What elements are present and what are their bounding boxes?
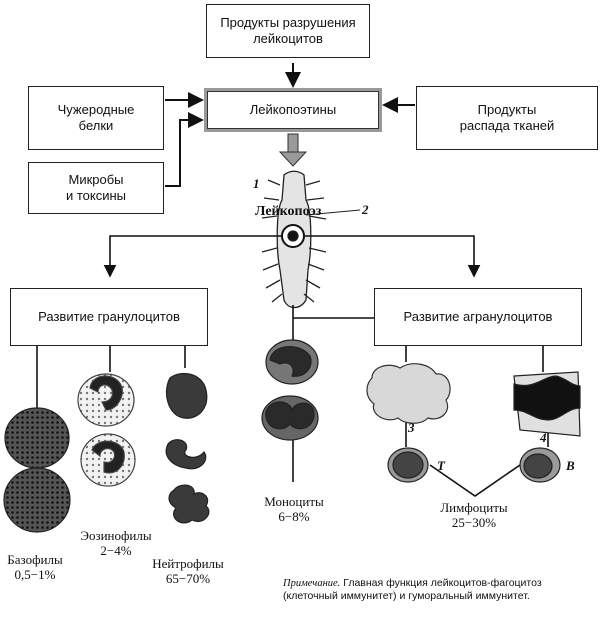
branch-lines [36,235,549,497]
marker-1: 1 [253,176,260,191]
monocytes-name: Моноциты [264,494,324,509]
bone-section-figure [513,371,581,437]
box-microbes: Микробы и токсины [28,162,164,214]
marker-B: B [566,458,575,473]
eosinophils-name: Эозинофилы [80,528,152,543]
marker-2: 2 [362,202,369,217]
lymphocytes-percent: 25−30% [451,515,497,530]
box-foreign-proteins: Чужеродные белки [28,86,164,150]
box-granulocytes-development: Развитие гранулоцитов [10,288,208,346]
label-eosinophils: Эозинофилы 2−4% [76,528,156,558]
box-tissue-decay: Продукты распада тканей [416,86,598,150]
box-products-destruction: Продукты разрушения лейкоцитов [206,4,370,58]
neutrophils-name: Нейтрофилы [152,556,224,571]
monocyte-cells [261,339,319,441]
basophils-percent: 0,5−1% [14,567,56,582]
lymphocyte-cells [387,447,561,483]
label-monocytes: Моноциты 6−8% [252,494,336,524]
monocytes-percent: 6−8% [278,509,310,524]
basophil-cells [3,407,71,533]
neutrophil-cells [165,372,210,524]
lymphocytes-name: Лимфоциты [440,500,508,515]
footnote: Примечание. Главная функция лейкоцитов-ф… [283,577,599,603]
arrow-microbes-to-leukopoietins [165,112,204,187]
input-arrows [165,63,415,187]
bone-marrow-figure [261,170,361,309]
thymus-figure [366,363,451,424]
label-neutrophils: Нейтрофилы 65−70% [145,556,231,586]
label-basophils: Базофилы 0,5−1% [0,552,70,582]
label-lymphocytes: Лимфоциты 25−30% [428,500,520,530]
eosinophils-percent: 2−4% [100,543,132,558]
down-arrow-to-leukopoiesis [278,133,308,167]
basophils-name: Базофилы [7,552,63,567]
footnote-text: Главная функция лейкоцитов-фагоцитоз (кл… [283,577,542,602]
neutrophils-percent: 65−70% [165,571,211,586]
box-agranulocytes-development: Развитие агранулоцитов [374,288,582,346]
footnote-label: Примечание. [283,578,341,589]
marker-3: 3 [408,420,415,435]
marker-T: T [437,458,445,473]
eosinophil-cells [77,373,136,487]
box-leukopoietins: Лейкопоэтины [204,88,382,132]
marker-4: 4 [540,430,547,445]
leukopoiesis-label: Лейкопоэз [255,204,322,219]
